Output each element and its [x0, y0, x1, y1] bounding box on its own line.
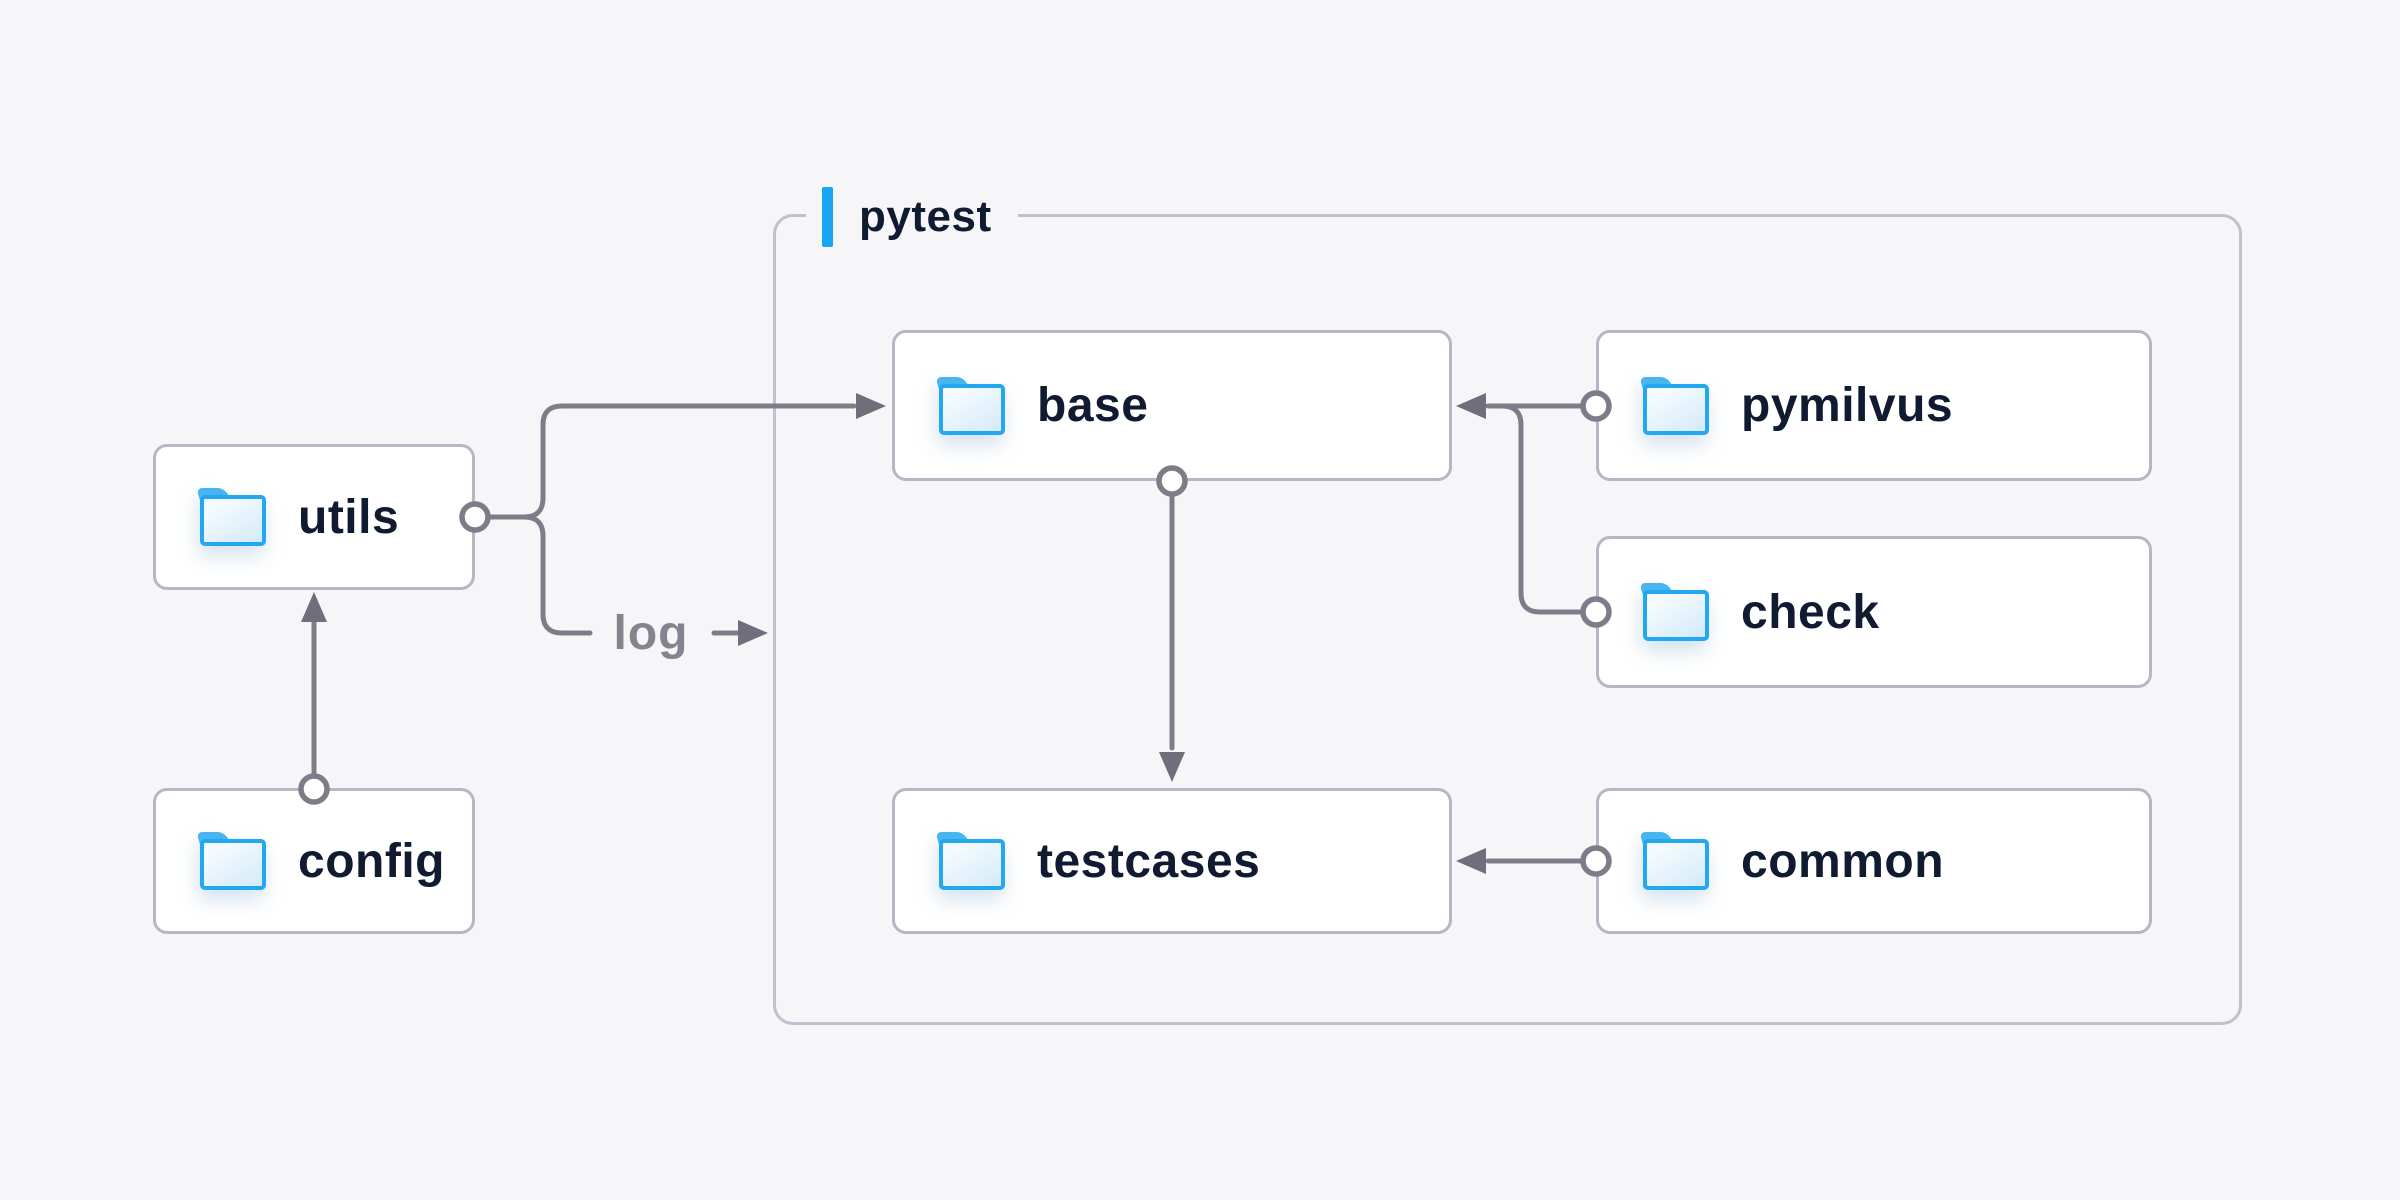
node-check: check	[1596, 536, 2152, 688]
folder-icon	[935, 376, 1005, 435]
node-pymilvus: pymilvus	[1596, 330, 2152, 481]
pytest-container: pytest	[773, 186, 2242, 1025]
blue-tick-icon	[822, 187, 833, 247]
node-common: common	[1596, 788, 2152, 934]
node-base-label: base	[1037, 379, 1149, 432]
folder-icon	[1639, 583, 1709, 641]
folder-icon	[196, 488, 266, 546]
node-check-label: check	[1741, 585, 1880, 639]
arrowhead-up-icon	[301, 592, 327, 622]
folder-icon	[935, 832, 1005, 890]
node-utils: utils	[153, 444, 475, 590]
node-common-label: common	[1741, 834, 1945, 888]
edge-utils-log	[521, 514, 593, 636]
arrowhead-right-icon	[738, 620, 768, 646]
node-config: config	[153, 788, 475, 934]
folder-icon	[1639, 376, 1709, 435]
pytest-container-label: pytest	[806, 186, 1018, 248]
node-pymilvus-label: pymilvus	[1741, 379, 1954, 432]
folder-icon	[196, 832, 266, 890]
node-base: base	[892, 330, 1452, 481]
edge-label-log: log	[613, 606, 689, 660]
folder-icon	[1639, 832, 1709, 890]
node-config-label: config	[298, 834, 445, 888]
node-utils-label: utils	[298, 490, 400, 544]
pytest-container-title: pytest	[859, 192, 992, 241]
node-testcases-label: testcases	[1037, 834, 1261, 888]
node-testcases: testcases	[892, 788, 1452, 934]
